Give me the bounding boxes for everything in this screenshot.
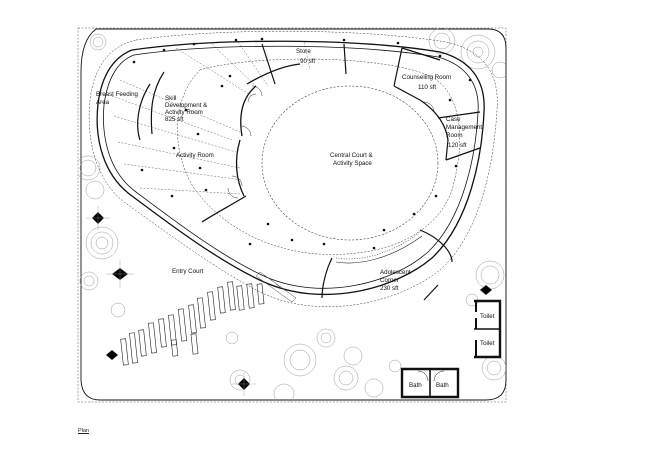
door-swings xyxy=(227,85,435,199)
case-area: 120 sft xyxy=(448,142,467,149)
breast-feeding-label-2: Area xyxy=(96,99,110,106)
bath-left-label: Bath xyxy=(409,382,422,389)
column-dots xyxy=(132,37,472,250)
site-boundary xyxy=(77,27,507,403)
toilet-lower-label: Toilet xyxy=(480,340,495,347)
central-court-label-2: Activity Space xyxy=(333,160,372,167)
counseling-label: Counseling Room xyxy=(402,74,451,81)
entry-ramp xyxy=(255,271,297,303)
case-label-1: Case xyxy=(446,116,461,123)
landscape-shrubs xyxy=(86,206,493,396)
case-label-2: Management xyxy=(446,124,482,131)
breast-feeding-label-1: Breast Feeding xyxy=(96,91,139,98)
room-labels: Store 90 sft Counseling Room 110 sft Cas… xyxy=(96,48,495,389)
plan-caption: Plan xyxy=(78,428,90,434)
case-label-3: Room xyxy=(446,132,463,139)
outer-dashed-ring xyxy=(88,31,498,307)
skill-area: 825 sft xyxy=(165,116,184,123)
toilet-upper-label: Toilet xyxy=(480,313,495,320)
central-court-outline xyxy=(261,85,439,241)
activity-room-label: Activity Room xyxy=(176,152,214,159)
landscape-trees xyxy=(78,28,506,402)
partition-walls xyxy=(137,43,481,301)
bath-block xyxy=(400,367,460,399)
store-label: Store xyxy=(296,48,311,55)
skill-label-2: Development & xyxy=(165,102,208,109)
skill-label-1: Skill xyxy=(165,95,176,102)
adolescent-label-2: Corner xyxy=(380,277,399,284)
building-outer-wall xyxy=(96,40,485,296)
skill-label-3: Activity Room xyxy=(165,109,203,116)
bath-right-label: Bath xyxy=(436,382,449,389)
store-area: 90 sft xyxy=(300,58,315,65)
central-court-label-1: Central Court & xyxy=(330,152,374,159)
entry-court-label: Entry Court xyxy=(172,268,204,275)
inner-dashed-ring xyxy=(177,58,460,255)
inner-walls xyxy=(201,63,449,223)
adolescent-label-1: Adolescent xyxy=(380,269,411,276)
toilet-block xyxy=(474,299,502,359)
screen-wall-inner xyxy=(335,235,423,264)
landscape-edge xyxy=(80,28,507,401)
stepping-slabs xyxy=(120,281,265,366)
structural-grid xyxy=(111,41,311,195)
adolescent-area: 230 sft xyxy=(380,285,399,292)
counseling-area: 110 sft xyxy=(418,84,436,91)
